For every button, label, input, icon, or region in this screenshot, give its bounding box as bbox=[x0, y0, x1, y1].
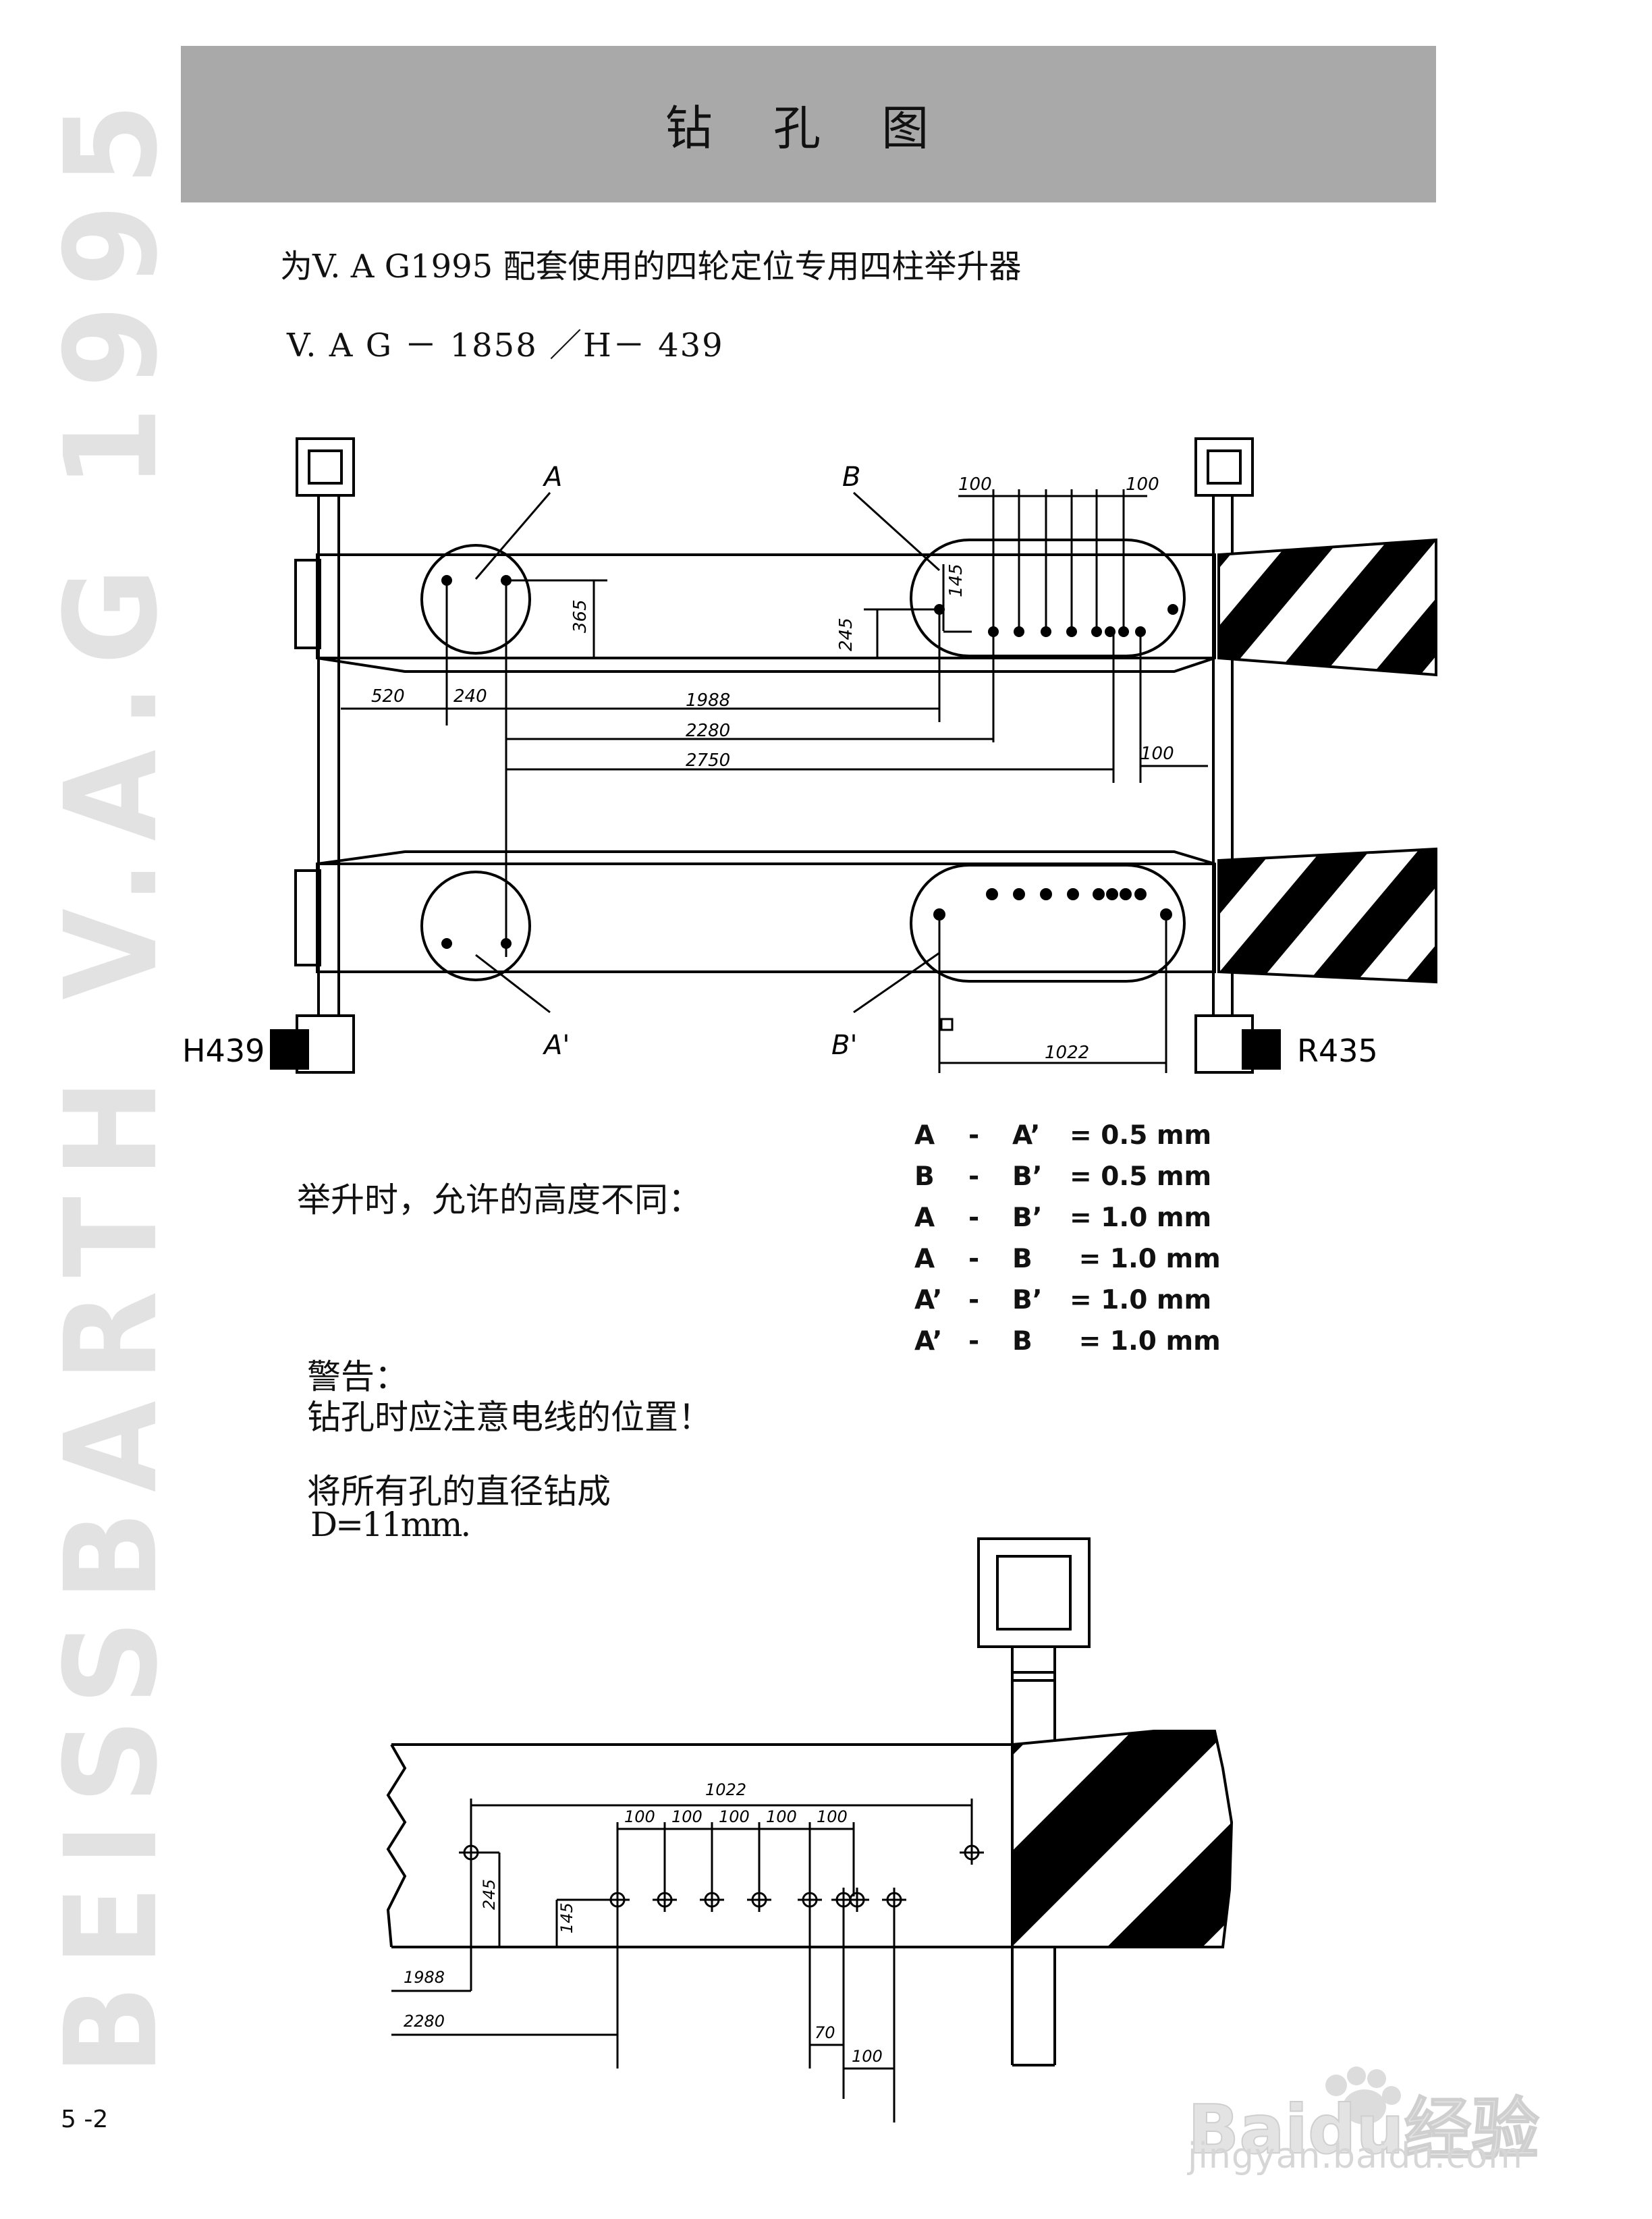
dim-1988: 1988 bbox=[686, 690, 730, 711]
dim-240: 240 bbox=[453, 686, 487, 707]
warning-title: 警告： bbox=[307, 1357, 408, 1396]
detail-dim-70: 70 bbox=[815, 2023, 835, 2042]
tol-right: B’ bbox=[1012, 1161, 1043, 1192]
detail-runway bbox=[386, 1743, 1012, 1948]
tolerance-row: A- B’= 1.0 mm bbox=[914, 1203, 1212, 1233]
runway-bottom bbox=[316, 850, 1216, 973]
dim-100-low: 100 bbox=[1140, 744, 1174, 764]
detail-dim-100-2: 100 bbox=[671, 1807, 703, 1826]
tol-right: B’ bbox=[1012, 1285, 1043, 1315]
detail-dim-100-1: 100 bbox=[624, 1807, 655, 1826]
tol-right: A’ bbox=[1012, 1120, 1041, 1151]
tol-right: B bbox=[1012, 1326, 1032, 1357]
label-b: B bbox=[842, 462, 860, 493]
dim-145: 145 bbox=[946, 564, 966, 597]
diameter-value: D=11mm. bbox=[310, 1505, 471, 1544]
detail-dim-100-low: 100 bbox=[852, 2047, 883, 2066]
label-b-prime: B' bbox=[831, 1030, 857, 1061]
dim-2280: 2280 bbox=[686, 721, 730, 741]
runway-top bbox=[316, 553, 1216, 673]
dim-2750: 2750 bbox=[686, 750, 730, 771]
label-a: A bbox=[542, 462, 562, 493]
tol-value: = 0.5 mm bbox=[1070, 1161, 1212, 1192]
warning-text: 钻孔时应注意电线的位置！ bbox=[307, 1398, 712, 1437]
detail-dim-245: 245 bbox=[480, 1879, 499, 1910]
tol-value: = 1.0 mm bbox=[1070, 1326, 1221, 1357]
tol-value: = 1.0 mm bbox=[1070, 1203, 1212, 1233]
detail-holes bbox=[459, 1840, 984, 1912]
tol-left: A bbox=[914, 1244, 935, 1274]
dim-365: 365 bbox=[570, 599, 590, 633]
dim-245: 245 bbox=[836, 618, 856, 651]
tolerance-row: A’- B’= 1.0 mm bbox=[914, 1285, 1212, 1315]
detail-post bbox=[977, 1537, 1091, 1648]
height-note: 举升时，允许的高度不同： bbox=[297, 1180, 702, 1220]
tol-left: A’ bbox=[914, 1285, 943, 1315]
watermark-url: jingyan.baidu.com bbox=[1188, 2136, 1523, 2176]
detail-dim-100-5: 100 bbox=[817, 1807, 848, 1826]
tol-value: = 1.0 mm bbox=[1070, 1244, 1221, 1274]
post-top-right bbox=[1194, 437, 1254, 497]
dim-1022: 1022 bbox=[1045, 1043, 1089, 1063]
page-title: 钻 孔 图 bbox=[665, 100, 952, 156]
tol-value: = 0.5 mm bbox=[1070, 1120, 1212, 1151]
tol-left: B bbox=[914, 1161, 935, 1192]
dim-520: 520 bbox=[371, 686, 405, 707]
model-designation: V. A G － 1858 ／H－ 439 bbox=[287, 327, 724, 364]
detail-dim-1022: 1022 bbox=[705, 1780, 746, 1799]
detail-dim-100-3: 100 bbox=[719, 1807, 750, 1826]
tolerance-table: A- A’= 0.5 mm B- B’= 0.5 mm A- B’= 1.0 m… bbox=[914, 1115, 1221, 1362]
detail-dim-100-4: 100 bbox=[766, 1807, 797, 1826]
tol-value: = 1.0 mm bbox=[1070, 1285, 1212, 1315]
side-brand-text: BEISSBARTH V.A.G 1995 bbox=[38, 61, 216, 2085]
detail-dim-2280: 2280 bbox=[404, 2012, 445, 2031]
tolerance-row: A- B = 1.0 mm bbox=[914, 1244, 1221, 1274]
detail-dim-145: 145 bbox=[557, 1902, 576, 1934]
page-number: 5 -2 bbox=[61, 2106, 109, 2133]
post-bottom-right bbox=[1194, 1014, 1254, 1074]
diameter-note: 将所有孔的直径钻成 bbox=[307, 1472, 611, 1511]
post-top-left bbox=[296, 437, 355, 497]
tol-left: A bbox=[914, 1203, 935, 1233]
tolerance-row: A- A’= 0.5 mm bbox=[914, 1120, 1212, 1151]
post-bottom-left bbox=[296, 1014, 355, 1074]
dim-100-left: 100 bbox=[958, 474, 992, 495]
side-brand-label: BEISSBARTH V.A.G 1995 bbox=[40, 84, 186, 2075]
dim-100-right: 100 bbox=[1126, 474, 1159, 495]
subtitle: 为V. A G1995 配套使用的四轮定位专用四柱举升器 bbox=[280, 248, 1022, 285]
label-r435: R435 bbox=[1297, 1033, 1378, 1069]
tol-right: B’ bbox=[1012, 1203, 1043, 1233]
watermark-text: Baidu经验 bbox=[1188, 2090, 1539, 2169]
tolerance-row: A’- B = 1.0 mm bbox=[914, 1326, 1221, 1357]
tolerance-row: B- B’= 0.5 mm bbox=[914, 1161, 1212, 1192]
label-a-prime: A' bbox=[542, 1030, 570, 1061]
tol-left: A’ bbox=[914, 1326, 943, 1357]
title-bar: 钻 孔 图 bbox=[181, 46, 1436, 202]
baidu-watermark-logo: Baidu经验 bbox=[1188, 2066, 1540, 2170]
detail-dim-1988: 1988 bbox=[404, 1968, 445, 1987]
tol-left: A bbox=[914, 1120, 935, 1151]
tol-right: B bbox=[1012, 1244, 1032, 1274]
